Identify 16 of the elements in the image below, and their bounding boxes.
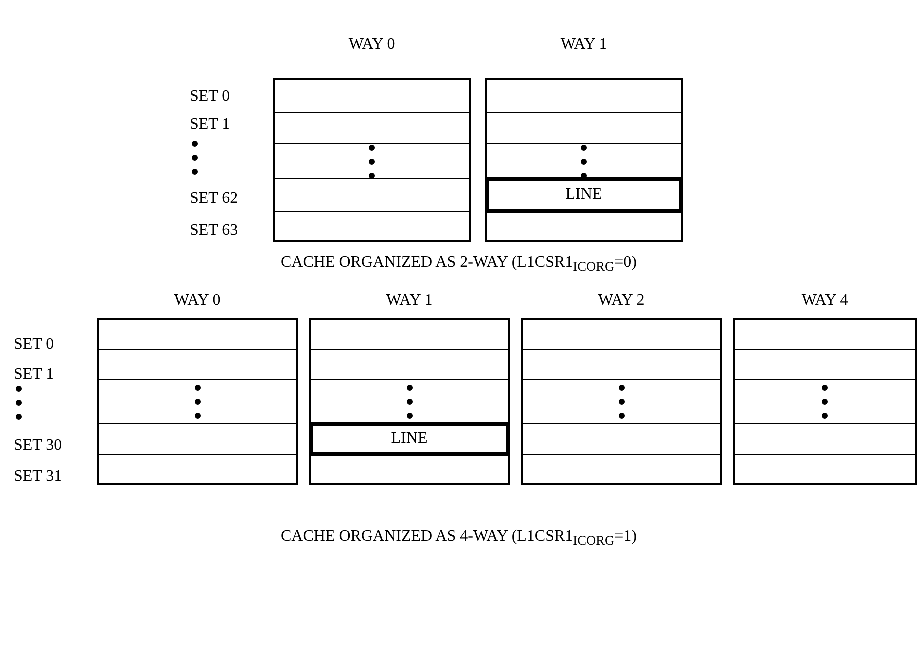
row-label: SET 31	[14, 468, 62, 486]
column-heading: WAY 0	[173, 292, 222, 310]
row-label: SET 63	[190, 222, 238, 240]
row-label: SET 0	[14, 336, 54, 354]
caption: CACHE ORGANIZED AS 2-WAY (L1CSR1$_{ICORG}$=0)	[281, 254, 637, 276]
row-label: SET 30	[14, 437, 62, 455]
row-label: SET 1	[190, 116, 230, 134]
row-label: SET 62	[190, 190, 238, 208]
row-label: SET 1	[14, 366, 54, 384]
column-heading: WAY 0	[348, 36, 396, 54]
caption: CACHE ORGANIZED AS 4-WAY (L1CSR1$_{ICORG}$=1)	[281, 528, 637, 550]
column-heading: WAY 4	[800, 292, 850, 310]
column-heading: WAY 1	[560, 36, 608, 54]
column-heading: WAY 2	[597, 292, 646, 310]
row-label: SET 0	[190, 88, 230, 106]
column-heading: WAY 1	[385, 292, 434, 310]
